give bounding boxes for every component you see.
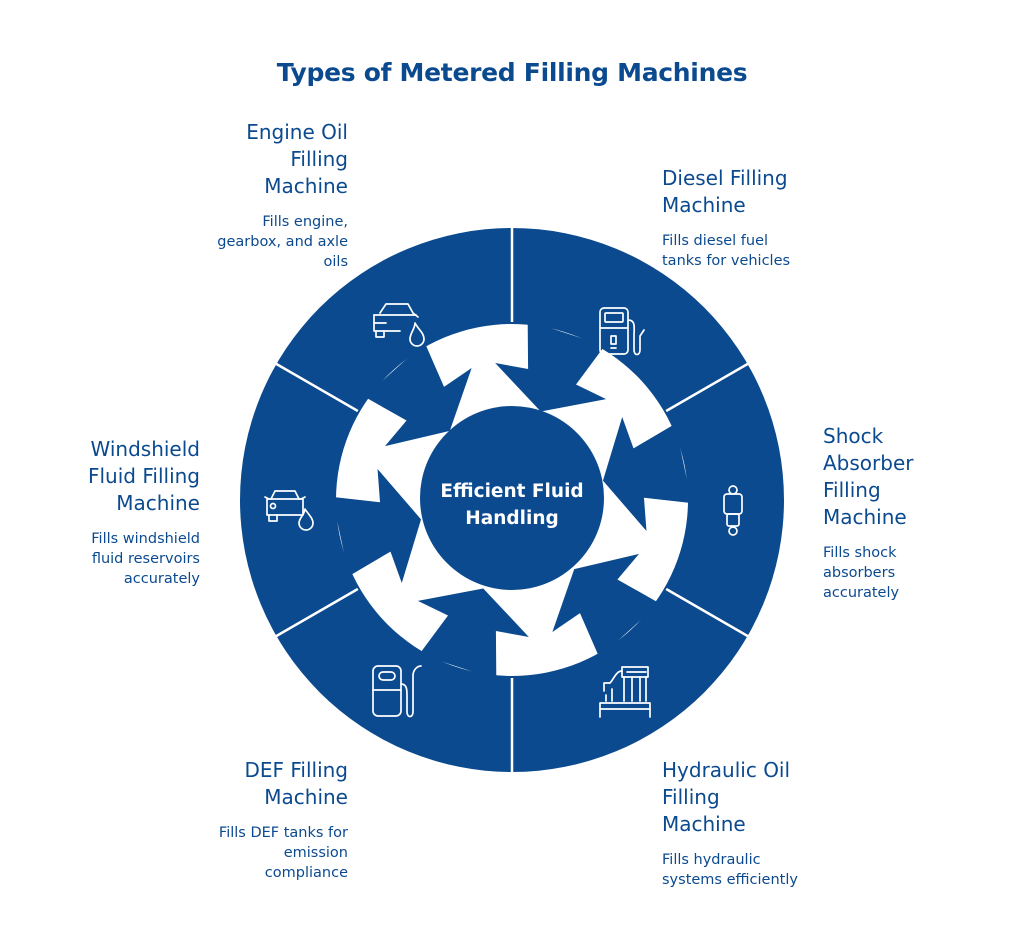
center-label-line-2: Handling [465, 508, 559, 529]
segment-divider [274, 361, 359, 413]
segment-title: Windshield Fluid Filling Machine [88, 437, 200, 515]
shock-absorber-icon [723, 485, 743, 536]
center-circle [420, 406, 604, 590]
segment-title: Shock Absorber Filling Machine [823, 424, 914, 529]
segment-divider [274, 587, 359, 639]
segment-title: Engine Oil Filling Machine [246, 120, 348, 198]
center-label-line-1: Efficient Fluid [440, 481, 584, 502]
segment-title: DEF Filling Machine [244, 758, 348, 809]
segment-description: Fills diesel fuel tanks for vehicles [662, 233, 791, 269]
inward-arrow [332, 468, 422, 584]
segment-description: Fills DEF tanks for emission compliance [218, 825, 348, 881]
segment-label-diesel: Diesel Filling Machine Fills diesel fuel… [662, 165, 852, 271]
car-washer-drop-icon [264, 490, 314, 531]
segment-title: Hydraulic Oil Filling Machine [662, 758, 791, 836]
inward-arrow [602, 416, 692, 532]
segment-description: Fills hydraulic systems efficiently [662, 852, 798, 888]
center-label: Efficient Fluid Handling [412, 478, 612, 532]
segment-title: Diesel Filling Machine [662, 166, 788, 217]
segment-divider [665, 587, 750, 639]
inward-arrow [417, 588, 529, 680]
fuel-pump-icon [599, 307, 645, 356]
segment-description: Fills windshield fluid reservoirs accura… [91, 531, 200, 587]
hydraulic-machine-icon [599, 666, 651, 718]
segment-description: Fills engine, gearbox, and axle oils [217, 214, 348, 270]
def-pump-icon [372, 665, 422, 718]
inward-arrow [552, 553, 660, 658]
car-oil-drop-icon [373, 303, 425, 347]
inward-arrow [364, 342, 472, 447]
segment-label-windshield: Windshield Fluid Filling Machine Fills w… [10, 436, 200, 589]
segment-divider [665, 361, 750, 413]
inward-arrow [495, 320, 607, 412]
segment-label-def: DEF Filling Machine Fills DEF tanks for … [158, 757, 348, 883]
segment-label-engine-oil: Engine Oil Filling Machine Fills engine,… [158, 119, 348, 272]
segment-label-hydraulic-oil: Hydraulic Oil Filling Machine Fills hydr… [662, 757, 852, 890]
segment-description: Fills shock absorbers accurately [823, 545, 900, 601]
diagram-title: Types of Metered Filling Machines [276, 58, 748, 87]
segment-label-shock-absorber: Shock Absorber Filling Machine Fills sho… [823, 423, 973, 603]
